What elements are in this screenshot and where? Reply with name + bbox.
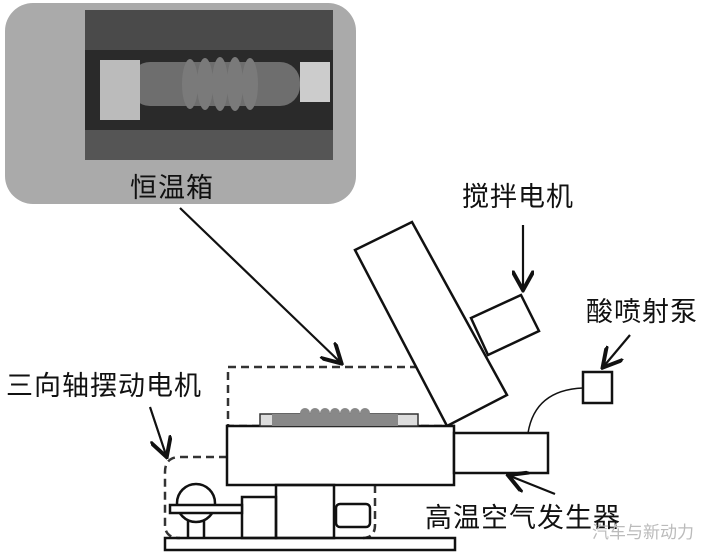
label-hot-air-generator: 高温空气发生器: [425, 503, 621, 534]
label-swing-motor: 三向轴摆动电机: [6, 371, 202, 402]
acid-pump-box: [581, 370, 614, 405]
arrow-acid-pump: [604, 334, 631, 366]
motor-housing: [240, 495, 278, 540]
label-stirring-motor: 搅拌电机: [462, 182, 574, 213]
specimen-photo: [85, 10, 333, 160]
stirring-motor-box: [469, 293, 541, 357]
watermark: 汽车与新动力: [592, 523, 694, 543]
pump-hose: [527, 387, 584, 434]
label-acid-pump: 酸喷射泵: [586, 297, 698, 328]
hot-air-generator: [452, 431, 550, 475]
swing-motor-wheel: [175, 482, 217, 524]
small-block: [334, 502, 372, 529]
motor-shaft-bar: [168, 503, 244, 515]
stand: [274, 483, 336, 540]
arrow-hot-air: [510, 476, 556, 496]
stirring-tank: [353, 220, 509, 428]
arrow-swing-motor: [148, 406, 166, 455]
arrow-thermostat: [179, 207, 340, 362]
sample-tube: [259, 408, 419, 427]
base-plate: [163, 536, 457, 552]
main-chamber: [225, 424, 456, 487]
label-thermostat: 恒温箱: [130, 173, 214, 204]
